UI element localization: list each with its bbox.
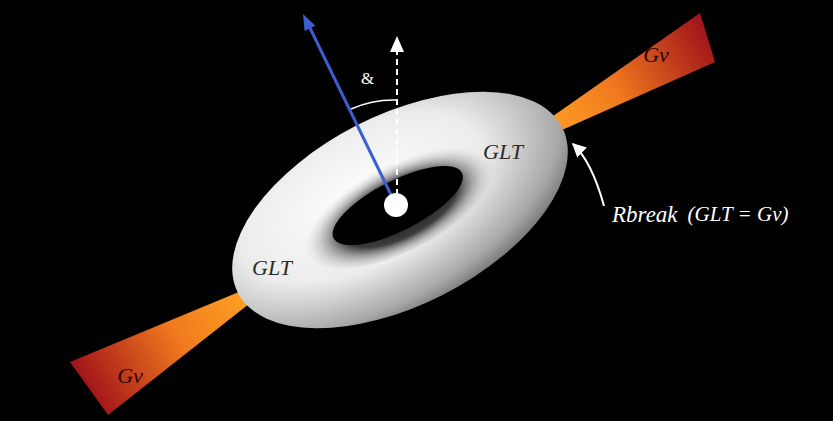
black-hole-dot [384, 193, 408, 217]
region-label: Gν [643, 43, 669, 67]
torus-hole [322, 151, 473, 261]
spin-arrowhead [303, 14, 315, 31]
torus-body [195, 43, 606, 378]
angle-label: & [361, 70, 374, 89]
torus-outline [190, 0, 610, 345]
torus: GLT GLT [190, 0, 610, 345]
leader-arrow [573, 144, 604, 206]
condition-label: (GLT = Gν) [688, 203, 789, 226]
jet-cone-shape [70, 289, 254, 415]
region-label: GLT [252, 256, 292, 280]
jet-cone-outline [60, 280, 260, 421]
radius-label: Rbreak [612, 202, 678, 227]
vertical-axis [396, 50, 398, 195]
region-label: Gν [117, 364, 143, 388]
angle-arc [351, 100, 397, 109]
spin-axis [310, 28, 395, 203]
jet-cone-shape [536, 13, 715, 138]
region-label: GLT [483, 140, 523, 164]
jet-cone: Gν [60, 280, 260, 421]
axis-arrowhead [390, 36, 404, 52]
